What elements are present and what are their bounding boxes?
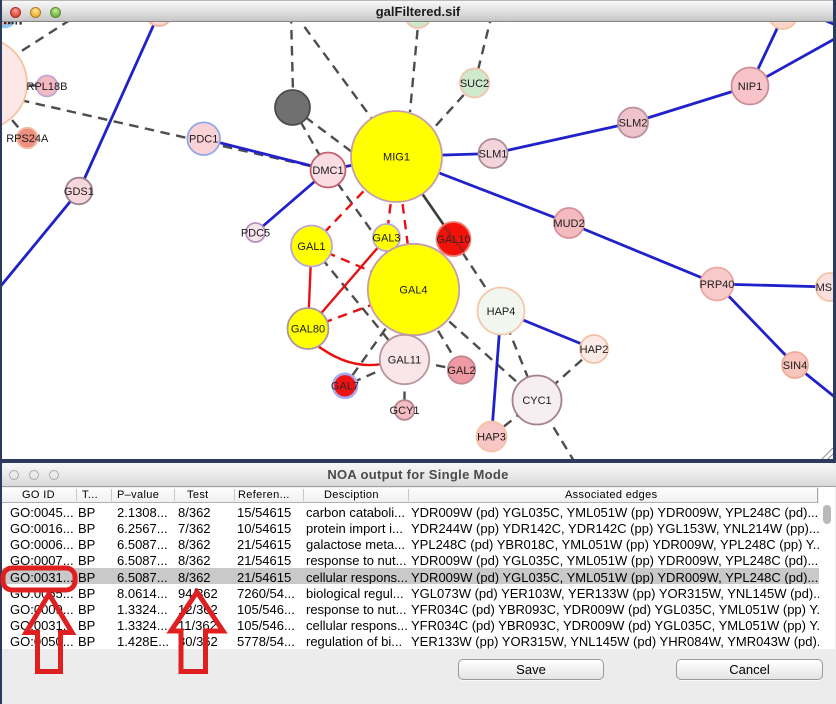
svg-text:SLM2: SLM2: [619, 117, 648, 129]
svg-text:GAL3: GAL3: [372, 232, 400, 244]
svg-text:GAL1: GAL1: [297, 241, 325, 253]
svg-text:GAL11: GAL11: [388, 354, 421, 366]
svg-text:GDS1: GDS1: [64, 186, 94, 198]
svg-text:SLM1: SLM1: [479, 148, 508, 160]
svg-text:GAL80: GAL80: [291, 323, 325, 335]
svg-text:MUD2: MUD2: [553, 218, 584, 230]
svg-text:SIN4: SIN4: [783, 360, 807, 372]
svg-text:RPL18B: RPL18B: [27, 81, 68, 93]
svg-text:CYC1: CYC1: [522, 395, 551, 407]
svg-text:GCY1: GCY1: [390, 405, 420, 417]
svg-text:GAL7: GAL7: [331, 381, 359, 393]
svg-text:SUC2: SUC2: [460, 78, 489, 90]
svg-text:HAP4: HAP4: [487, 306, 516, 318]
svg-text:GAL2: GAL2: [447, 365, 475, 377]
svg-text:DMC1: DMC1: [312, 165, 343, 177]
svg-text:MSL1: MSL1: [816, 282, 836, 294]
svg-text:RPS24A: RPS24A: [6, 133, 49, 145]
svg-text:HAP3: HAP3: [477, 431, 506, 443]
svg-text:MIG1: MIG1: [383, 151, 410, 163]
svg-text:HAP2: HAP2: [580, 344, 609, 356]
svg-text:PDC1: PDC1: [189, 134, 218, 146]
svg-text:NIP1: NIP1: [738, 81, 762, 93]
svg-text:PRP40: PRP40: [700, 279, 735, 291]
svg-text:PDC5: PDC5: [241, 227, 270, 239]
svg-text:GAL4: GAL4: [399, 284, 427, 296]
